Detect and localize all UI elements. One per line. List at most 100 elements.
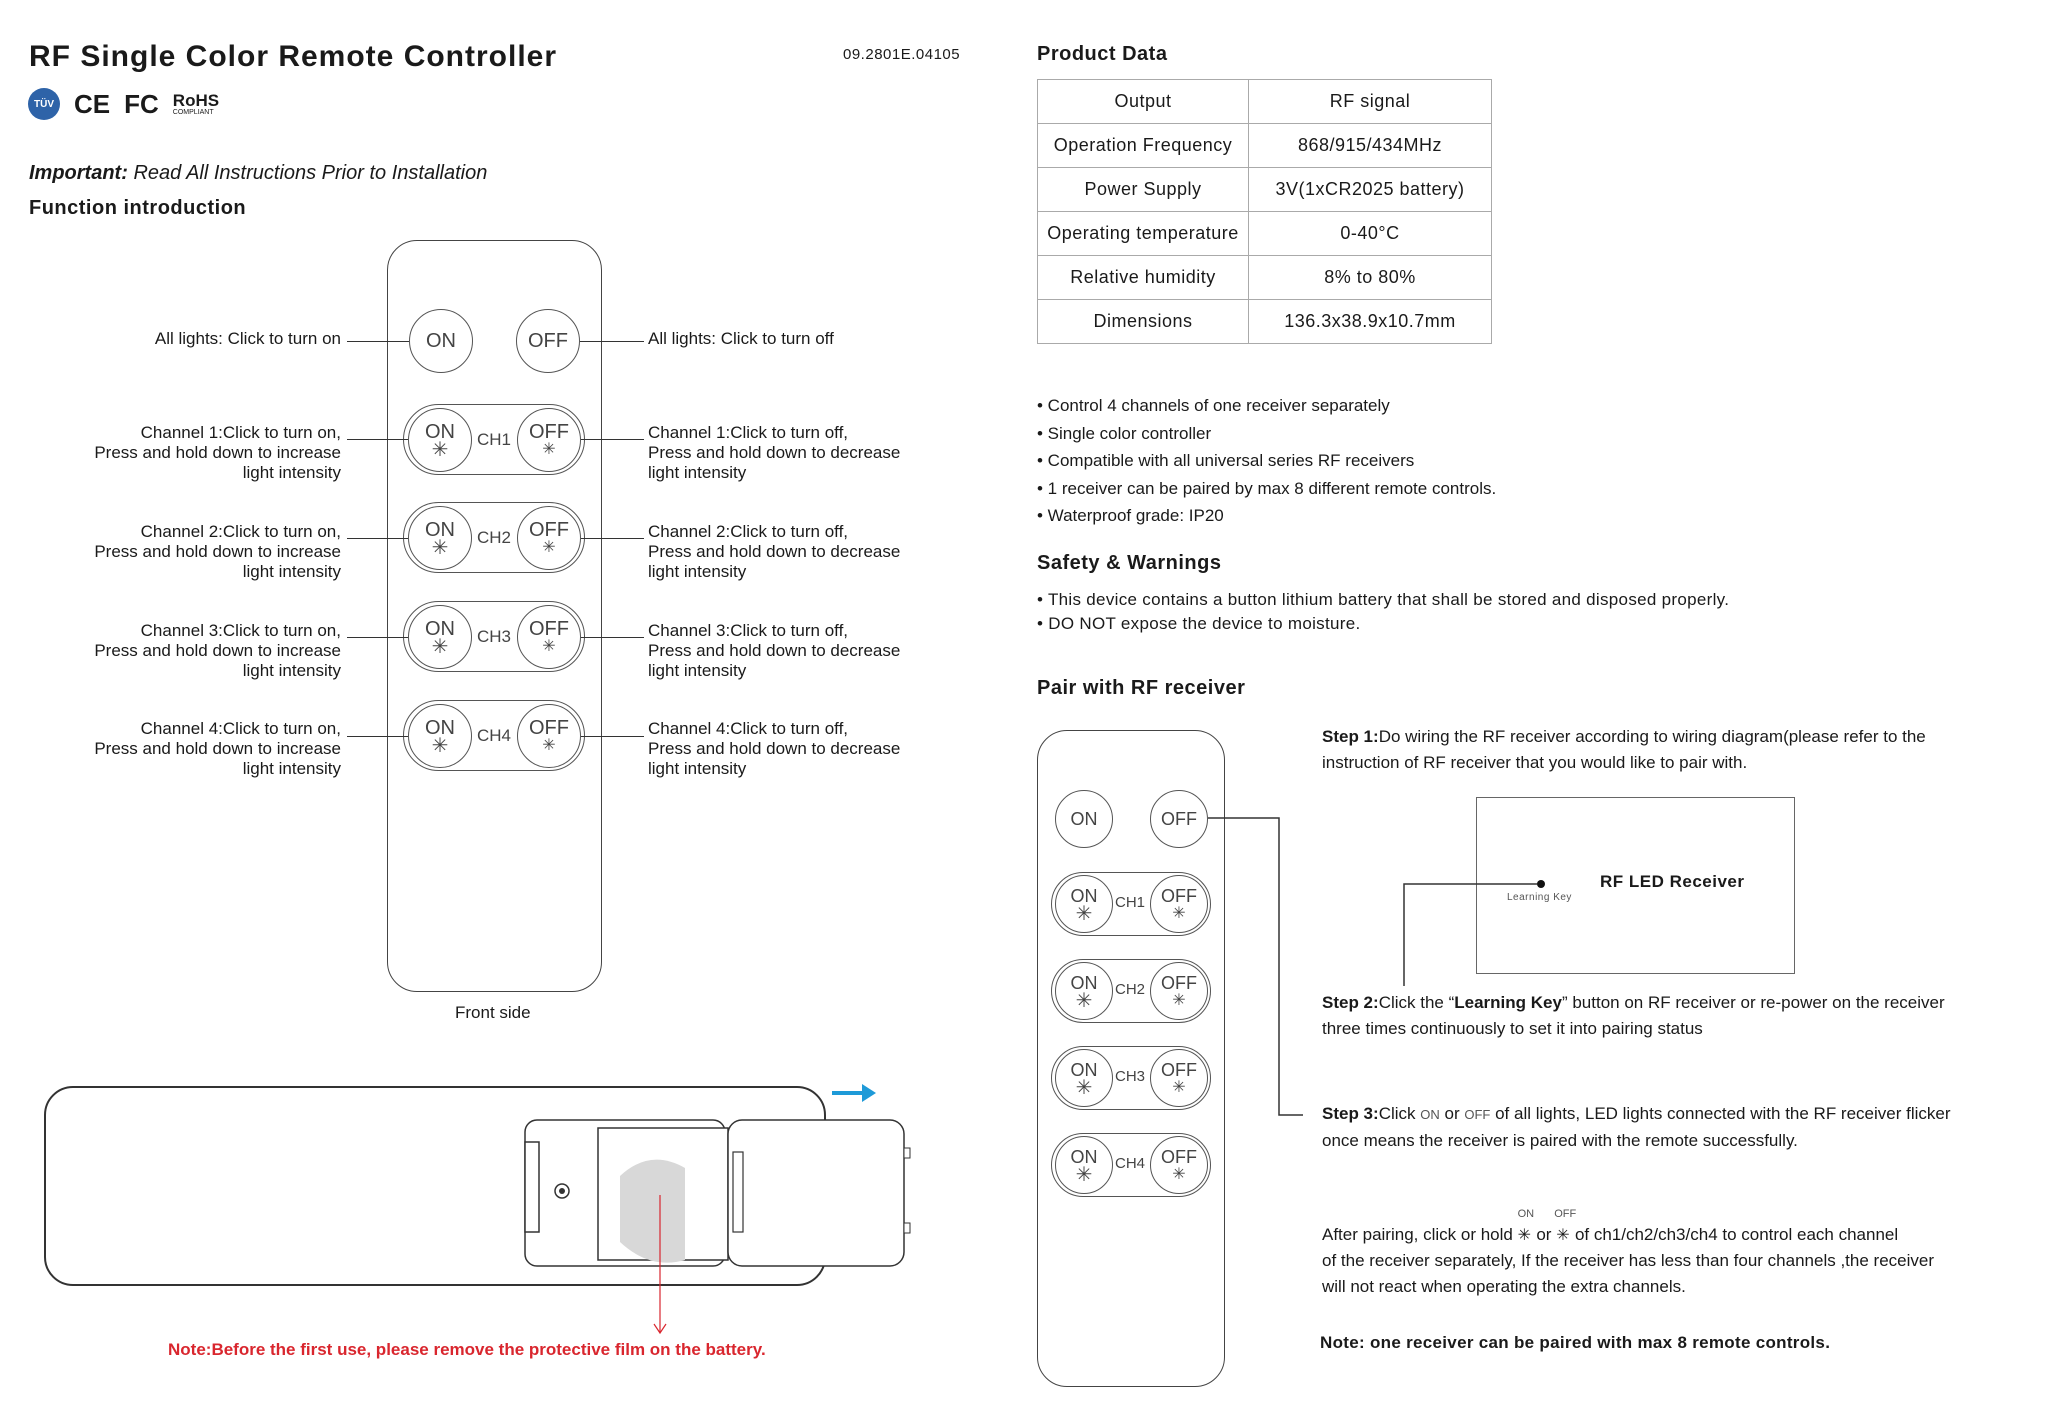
leader-line: [581, 538, 644, 539]
ch4-label: CH4: [477, 726, 512, 745]
on-text: ON: [1070, 1147, 1098, 1167]
off-text: OFF: [1161, 809, 1197, 829]
label-line: Press and hold down to increase: [94, 443, 341, 462]
step-3-text: of all lights, LED lights connected with…: [1322, 1104, 1951, 1150]
step-3-text: Click: [1378, 1104, 1416, 1123]
label-line: light intensity: [242, 661, 341, 680]
label-line: Channel 1:Click to turn on,: [140, 423, 341, 442]
pair-ch3-off: OFF✳: [1150, 1049, 1208, 1107]
table-cell: RF signal: [1248, 79, 1492, 124]
ch2-off-description: Channel 2:Click to turn off, Press and h…: [648, 522, 900, 582]
step-2: Step 2:Click the “Learning Key” button o…: [1322, 990, 1982, 1042]
after-pairing-text: After pairing, click or hold ON ✳ or OFF…: [1322, 1208, 2002, 1300]
inline-off-label: OFF: [1464, 1107, 1491, 1122]
off-text: OFF: [528, 330, 568, 352]
ch1-on-button: ON✳: [408, 408, 472, 472]
all-off-label: All lights: Click to turn off: [648, 329, 834, 348]
pairing-connector-lines: [1208, 817, 1303, 1116]
increase-star-icon: ✳: [1075, 990, 1093, 1012]
pair-ch3-on: ON✳: [1055, 1049, 1113, 1107]
decrease-star-icon: ✳: [542, 737, 556, 754]
after-pairing-text-part: or: [1536, 1225, 1552, 1244]
important-notice: Important: Read All Instructions Prior t…: [29, 162, 487, 185]
off-text: OFF: [1161, 1060, 1197, 1080]
decrease-star-icon: ✳: [1172, 992, 1186, 1009]
page-title: RF Single Color Remote Controller: [29, 40, 558, 73]
ch4-off-description: Channel 4:Click to turn off, Press and h…: [648, 719, 900, 779]
pair-all-on-button: ON: [1055, 790, 1113, 848]
pairing-note: Note: one receiver can be paired with ma…: [1320, 1333, 1831, 1352]
inline-off-label: OFF: [1554, 1208, 1577, 1220]
important-text: Read All Instructions Prior to Installat…: [133, 162, 488, 184]
safety-list: • This device contains a button lithium …: [1037, 588, 1729, 636]
off-text: OFF: [529, 618, 569, 640]
list-item: • Compatible with all universal series R…: [1037, 451, 1415, 470]
pair-ch1-on: ON✳: [1055, 875, 1113, 933]
increase-star-icon: ✳: [431, 537, 449, 559]
learning-key-dot: [1537, 880, 1545, 888]
table-cell: 0-40°C: [1248, 211, 1492, 256]
decrease-star-icon: ✳: [1556, 1227, 1570, 1244]
decrease-star-icon: ✳: [1172, 905, 1186, 922]
feature-list: • Control 4 channels of one receiver sep…: [1037, 392, 1496, 530]
tuv-logo: TÜV: [28, 88, 60, 120]
ch3-off-button: OFF✳: [517, 605, 581, 669]
table-cell: Relative humidity: [1037, 255, 1249, 300]
label-line: Press and hold down to decrease: [648, 739, 901, 758]
all-off-button: OFF: [516, 309, 580, 373]
after-pairing-text-part: After pairing, click or hold: [1322, 1225, 1513, 1244]
pair-ch4-off: OFF✳: [1150, 1136, 1208, 1194]
list-item: • This device contains a button lithium …: [1037, 590, 1730, 609]
step-1-label: Step 1:: [1322, 727, 1379, 746]
label-line: Channel 4:Click to turn off,: [648, 719, 849, 738]
decrease-star-icon: ✳: [542, 638, 556, 655]
on-text: ON: [1070, 886, 1098, 906]
label-line: Press and hold down to increase: [94, 739, 341, 758]
decrease-star-icon: ✳: [1172, 1166, 1186, 1183]
label-line: light intensity: [648, 661, 747, 680]
leader-line: [347, 439, 408, 440]
label-line: Press and hold down to increase: [94, 641, 341, 660]
label-line: light intensity: [242, 562, 341, 581]
table-cell: Power Supply: [1037, 167, 1249, 212]
table-cell: 3V(1xCR2025 battery): [1248, 167, 1492, 212]
off-text: OFF: [1161, 973, 1197, 993]
ch3-off-description: Channel 3:Click to turn off, Press and h…: [648, 621, 900, 681]
increase-star-icon: ✳: [431, 735, 449, 757]
label-line: light intensity: [242, 759, 341, 778]
on-text: ON: [1070, 809, 1098, 829]
document-code: 09.2801E.04105: [843, 46, 961, 63]
after-pairing-line: will not react when operating the extra …: [1322, 1277, 1686, 1296]
pair-ch4-label: CH4: [1115, 1155, 1146, 1172]
increase-star-icon: ✳: [431, 636, 449, 658]
inline-on-icon: ON ✳: [1518, 1208, 1535, 1248]
leader-line: [347, 637, 408, 638]
after-pairing-line: of the receiver separately, If the recei…: [1322, 1251, 1934, 1270]
inline-off-icon: OFF ✳: [1554, 1208, 1576, 1248]
on-text: ON: [1070, 1060, 1098, 1080]
learning-key-label: Learning Key: [1507, 892, 1572, 903]
label-line: light intensity: [648, 463, 747, 482]
on-text: ON: [426, 330, 456, 352]
inline-on-label: ON: [1420, 1107, 1440, 1122]
ch2-on-button: ON✳: [408, 506, 472, 570]
ch1-label: CH1: [477, 430, 512, 449]
leader-line: [347, 538, 408, 539]
leader-line: [581, 439, 644, 440]
decrease-star-icon: ✳: [542, 539, 556, 556]
rf-led-receiver-box: [1476, 797, 1795, 974]
ch3-label: CH3: [477, 627, 512, 646]
increase-star-icon: ✳: [1075, 1077, 1093, 1099]
ch1-off-button: OFF✳: [517, 408, 581, 472]
on-text: ON: [425, 717, 455, 739]
rohs-compliant-text: COMPLIANT: [172, 109, 214, 116]
inline-on-label: ON: [1517, 1208, 1535, 1220]
label-line: light intensity: [648, 759, 747, 778]
label-line: Channel 1:Click to turn off,: [648, 423, 849, 442]
pair-all-off-button: OFF: [1150, 790, 1208, 848]
step-3-label: Step 3:: [1322, 1104, 1379, 1123]
certification-logos: TÜV CE FC RoHS COMPLIANT: [28, 88, 219, 120]
